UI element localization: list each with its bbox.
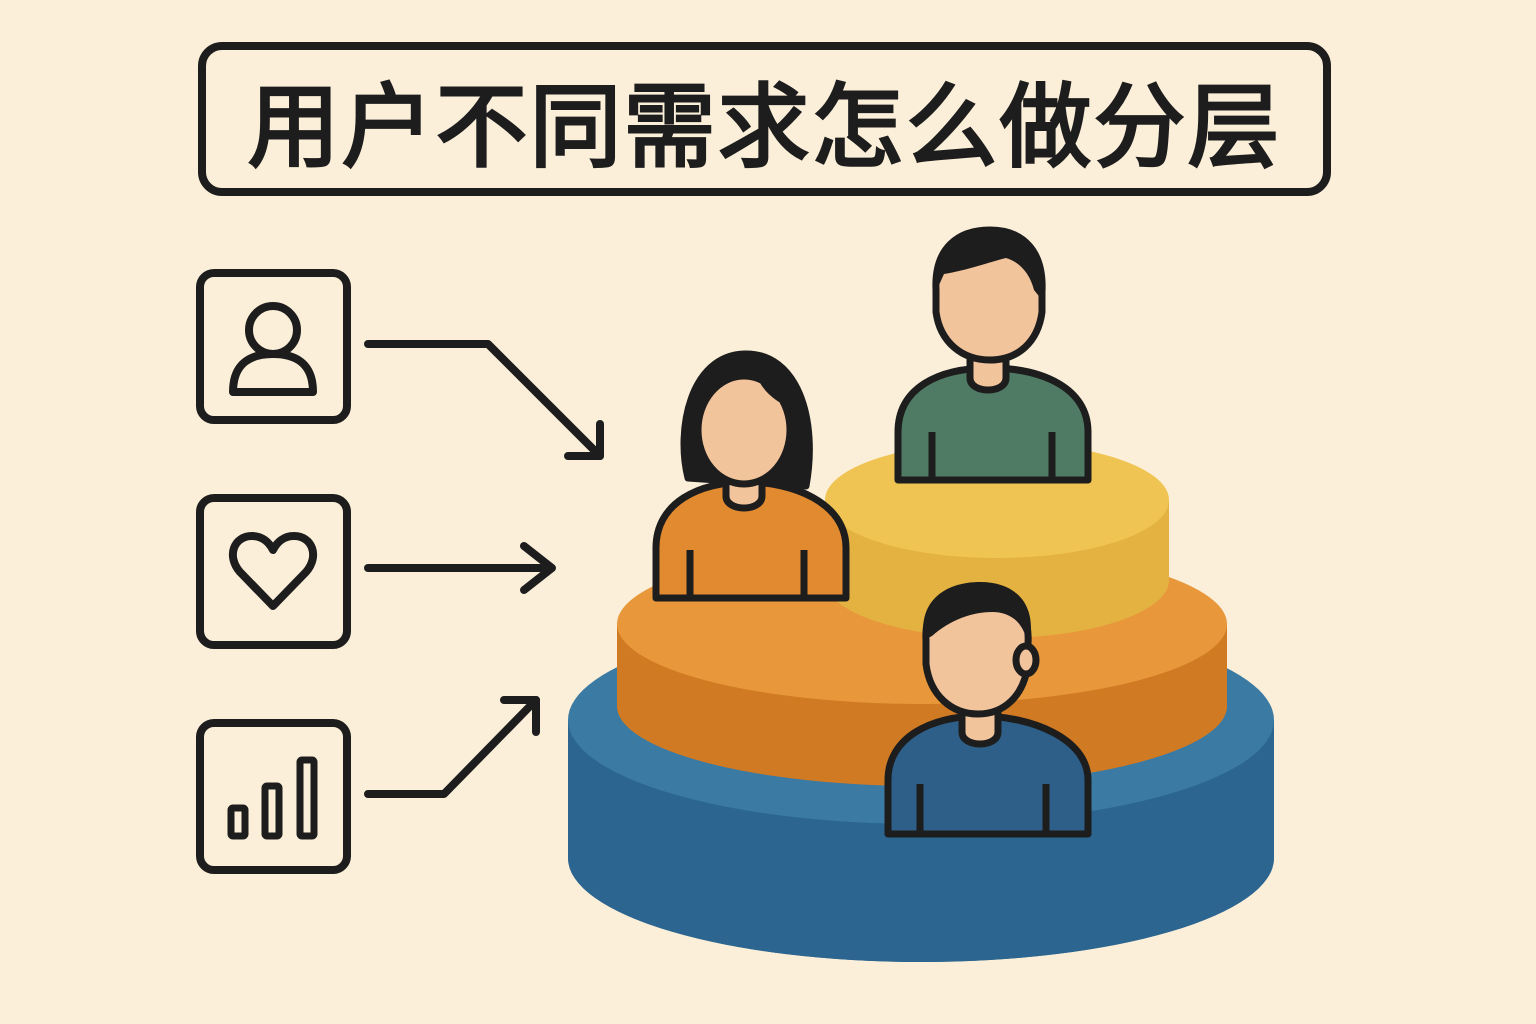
heart-icon — [196, 494, 351, 649]
person-man-bottom — [884, 582, 1092, 838]
user-icon — [196, 269, 351, 424]
person-man-top — [894, 226, 1092, 484]
person-woman — [652, 350, 850, 602]
bar-chart-icon — [196, 719, 351, 874]
page-title: 用户不同需求怎么做分层 — [247, 73, 1282, 181]
arrow-top — [364, 340, 604, 460]
arrow-bottom — [364, 696, 540, 798]
arrow-middle — [364, 542, 556, 594]
title-box: 用户不同需求怎么做分层 — [198, 42, 1331, 196]
